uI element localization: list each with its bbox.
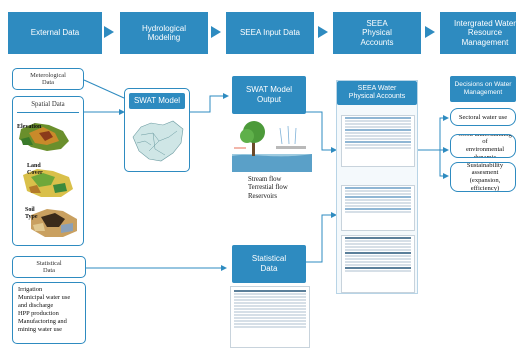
swat-model-label: SWAT Model: [133, 96, 181, 106]
decisions-box: Decisions on Water Management: [450, 76, 516, 102]
hydrology-illustration: [232, 121, 312, 172]
statistical-data-label: Statistical Data: [251, 254, 287, 273]
meteorological-data-box: Meterological Data: [12, 68, 84, 90]
decision-environmental-dynamic: Good understanding of environmental dyna…: [450, 134, 516, 158]
account-table-1: [341, 115, 415, 167]
decision-sustainability-label: Sustainability assesment (expansion, eff…: [466, 162, 504, 192]
account-table-3: [341, 235, 415, 293]
output-terrestial-flow: Terrestial flow: [248, 184, 288, 192]
soil-type-label: Soil Type: [25, 207, 38, 220]
statistical-data-box: Statistical Data: [232, 245, 306, 283]
header-chevrons: [104, 26, 435, 38]
arrow-swat-to-output: [190, 93, 229, 113]
soil-type-map: [31, 209, 77, 237]
decision-sectoral-water-use: Sectoral water use: [450, 108, 516, 126]
spatial-data-label: Spatial Data: [31, 101, 65, 108]
chevron-2: [211, 26, 221, 38]
statistical-data-input-label: Statistical Data: [36, 259, 62, 274]
spatial-maps: [19, 123, 77, 237]
header-seea-physical-accounts-label: SEEA Physical Accounts: [360, 19, 394, 47]
spatial-data-box: Spatial Data Elevation Land Cover Soil T…: [12, 96, 84, 246]
swat-output-label: SWAT Model Output: [245, 85, 293, 104]
arrow-accounts-to-decision-3: [439, 150, 449, 179]
chevron-4: [425, 26, 435, 38]
statistical-item-irrigation: Irrigation: [18, 286, 43, 293]
header-seea-input-data-label: SEEA Input Data: [239, 28, 301, 38]
header-seea-input-data: SEEA Input Data: [226, 12, 314, 54]
arrow-statbox-to-accounts: [305, 212, 337, 263]
arrow-accounts-to-decision-1: [418, 115, 449, 151]
output-stream-flow: Stream flow: [248, 176, 282, 183]
statistical-item-manufacturing: Manufactoring and mining water use: [18, 318, 67, 333]
decision-sustainability: Sustainability assesment (expansion, eff…: [450, 162, 516, 192]
decision-environmental-label: Good understanding of environmental dyna…: [458, 134, 512, 158]
spatial-divider: [17, 112, 79, 113]
elevation-label: Elevation: [17, 124, 42, 130]
chevron-3: [318, 26, 328, 38]
seea-accounts-label: SEEA Water Physical Accounts: [348, 84, 406, 100]
header-external-data: External Data: [8, 12, 102, 54]
seea-accounts-panel: SEEA Water Physical Accounts: [336, 80, 418, 294]
statistical-data-input-box: Statistical Data: [12, 256, 86, 278]
account-table-2: [341, 185, 415, 231]
swat-model-box: SWAT Model: [124, 88, 190, 172]
elevation-map: [19, 123, 69, 151]
seea-accounts-title: SEEA Water Physical Accounts: [337, 81, 417, 105]
header-seea-physical-accounts: SEEA Physical Accounts: [333, 12, 421, 54]
output-reservoirs: Reservoirs: [248, 192, 278, 200]
decisions-label: Decisions on Water Management: [454, 81, 512, 96]
statistical-item-municipal: Municipal water use and discharge: [18, 294, 71, 309]
statistical-item-hpp: HPP production: [18, 310, 59, 317]
header-hydrological-modeling: Hydrological Modeling: [120, 12, 208, 54]
decision-sectoral-label: Sectoral water use: [458, 113, 508, 121]
meteorological-data-label: Meterological Data: [30, 71, 66, 86]
arrow-meteo-to-swat: [83, 79, 125, 99]
swat-outputs-list: Stream flow Terrestial flow Reservoirs: [248, 176, 312, 201]
header-external-data-label: External Data: [30, 28, 80, 38]
header-hydrological-modeling-label: Hydrological Modeling: [141, 23, 187, 42]
chevron-1: [104, 26, 114, 38]
header-iwrm: Intergrated Water Resource Management: [440, 12, 516, 54]
arrow-output-to-accounts: [305, 111, 337, 153]
land-cover-map: [23, 169, 73, 197]
watershed-map: [132, 120, 184, 162]
header-iwrm-label: Intergrated Water Resource Management: [454, 19, 516, 47]
land-cover-label: Land Cover: [27, 163, 43, 176]
statistical-items-box: Irrigation Municipal water use and disch…: [12, 282, 86, 344]
swat-output-box: SWAT Model Output: [232, 76, 306, 114]
statistical-table-thumbnail: [230, 286, 310, 348]
swat-model-title: SWAT Model: [129, 93, 185, 109]
